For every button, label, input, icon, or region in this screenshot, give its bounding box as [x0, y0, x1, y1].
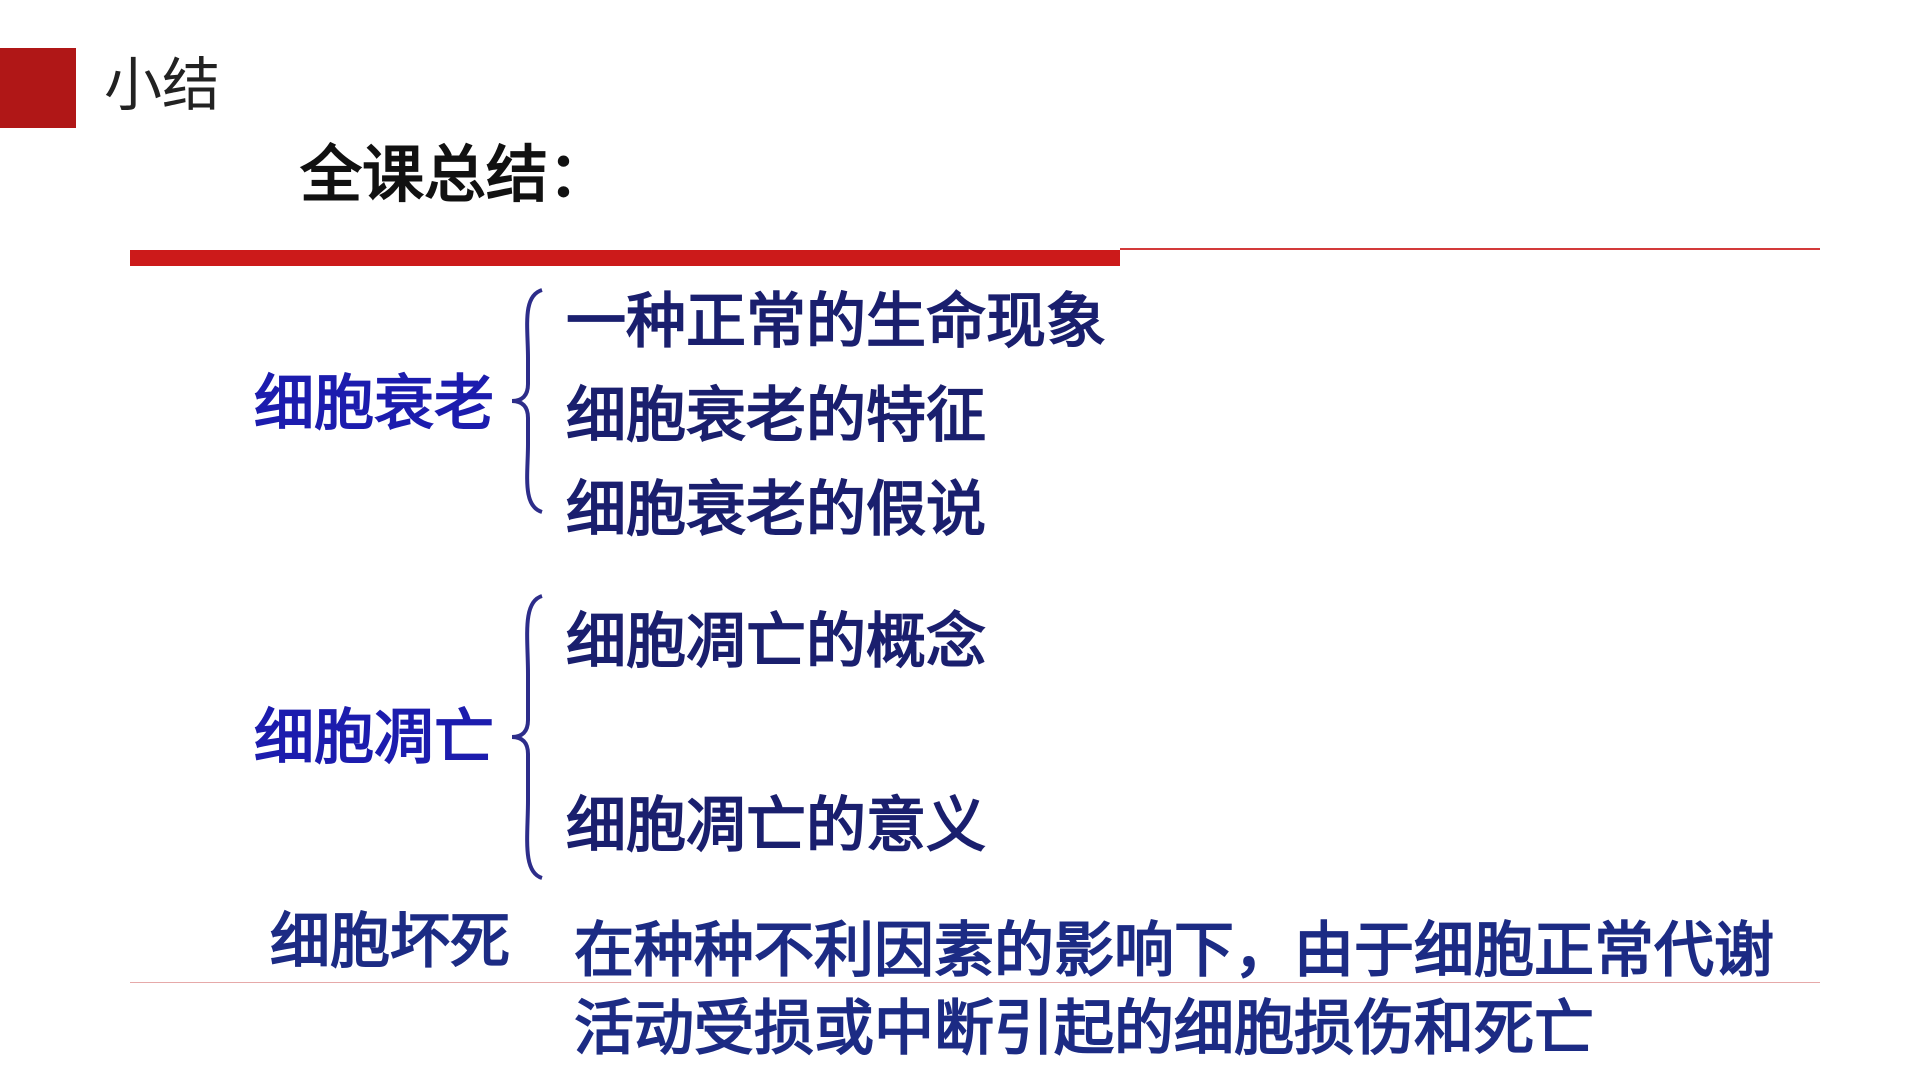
apoptosis-item-significance: 细胞凋亡的意义 [566, 791, 986, 861]
bottom-divider [130, 982, 1820, 983]
apoptosis-item-concept: 细胞凋亡的概念 [566, 607, 986, 677]
brace-apoptosis [511, 594, 543, 880]
necrosis-definition: 在种种不利因素的影响下，由于细胞正常代谢活动受损或中断引起的细胞损伤和死亡 [574, 916, 1774, 1064]
aging-item-normal-phenomenon: 一种正常的生命现象 [566, 287, 1106, 357]
title-divider-thick [130, 250, 1120, 266]
topic-cell-aging: 细胞衰老 [254, 369, 494, 439]
aging-item-hypotheses: 细胞衰老的假说 [566, 475, 986, 545]
accent-block [0, 48, 76, 128]
section-title: 小结 [104, 51, 221, 119]
necrosis-label: 细胞坏死 [270, 907, 510, 977]
topic-apoptosis: 细胞凋亡 [254, 703, 494, 773]
aging-item-characteristics: 细胞衰老的特征 [566, 381, 986, 451]
title-divider-thin [1120, 248, 1820, 250]
page-title: 全课总结： [300, 138, 611, 211]
brace-cell-aging [511, 288, 543, 514]
